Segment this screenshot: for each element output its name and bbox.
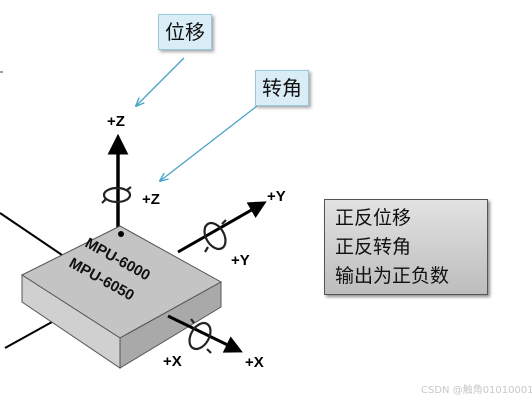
info-line: 输出为正负数 <box>335 265 450 287</box>
x-axis-arrow <box>167 314 243 353</box>
y-linear-label: +Y <box>267 188 286 205</box>
displacement-leader-line <box>136 57 185 106</box>
x-linear-label: +X <box>245 354 264 371</box>
output-info-box: 正反位移 正反转角 输出为正负数 <box>324 199 488 295</box>
x-rotation-icon <box>188 318 212 354</box>
info-line: 正反转角 <box>335 236 412 258</box>
info-line: 正反位移 <box>335 207 412 229</box>
z-rotation-icon <box>101 186 132 204</box>
z-linear-label: +Z <box>107 113 125 130</box>
rotation-callout: 转角 <box>255 70 309 106</box>
pin1-dot <box>118 231 124 237</box>
watermark: CSDN @触角01010001 <box>421 385 532 396</box>
z-rotation-label: +Z <box>142 191 160 208</box>
chip-right-face <box>119 281 222 369</box>
displacement-callout: 位移 <box>158 14 212 50</box>
x-rotation-label: +X <box>163 353 182 370</box>
rotation-leader-line <box>160 105 258 181</box>
y-rotation-label: +Y <box>231 252 250 269</box>
y-rotation-icon <box>203 219 227 253</box>
x-axis-back-line <box>0 212 63 256</box>
